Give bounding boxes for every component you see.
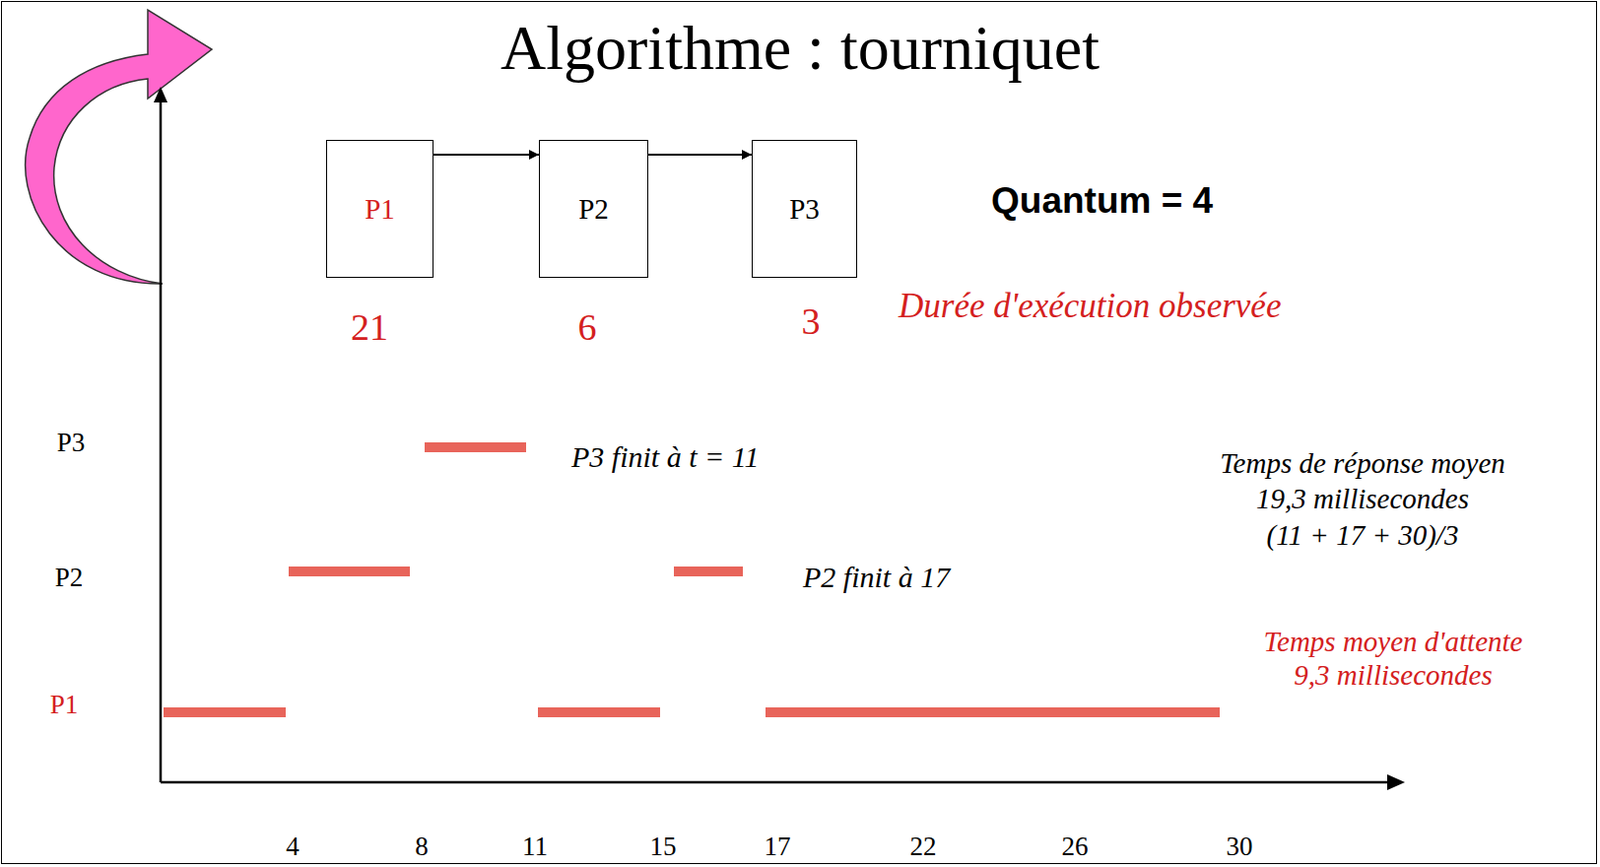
process-box: P3: [751, 139, 858, 278]
tick-label: 22: [910, 832, 937, 863]
x-axis-head: [1387, 774, 1405, 791]
axis-label: P3: [57, 428, 86, 459]
tick-label: 11: [522, 832, 548, 863]
process-box: P1: [326, 139, 434, 278]
tick-label: 30: [1226, 832, 1254, 863]
queue-arrow: [433, 153, 539, 156]
x-axis: [160, 781, 1390, 785]
tick-label: 17: [764, 832, 792, 863]
gantt-bars: [163, 442, 1220, 718]
burst-time: 21: [350, 307, 389, 349]
process-name: P3: [789, 193, 820, 226]
slide-title: Algorithme : tourniquet: [0, 13, 1600, 83]
cycle-arrow: [25, 9, 212, 284]
p2-bar: [673, 566, 743, 577]
axis-label: P2: [55, 563, 84, 594]
tick-label: 15: [650, 832, 677, 863]
finish-note: P3 finit à t = 11: [571, 440, 760, 473]
stat-text: Temps moyen d'attente: [1264, 626, 1524, 659]
stat-text: (11 + 17 + 30)/3: [1266, 520, 1460, 552]
burst-time: 6: [578, 307, 598, 349]
stat-text: Temps de réponse moyen: [1219, 448, 1506, 480]
y-axis: [159, 98, 163, 783]
tick-label: 4: [285, 832, 300, 863]
p1-bar: [537, 707, 661, 718]
stat-text: 9,3 millisecondes: [1293, 660, 1492, 692]
y-axis-head: [153, 86, 168, 103]
tick-label: 26: [1062, 832, 1089, 863]
quantum-label: Quantum = 4: [991, 181, 1213, 222]
legend-note: Durée d'exécution observée: [898, 287, 1281, 327]
axis-label: P1: [50, 690, 79, 721]
stat-text: 19,3 millisecondes: [1256, 483, 1469, 516]
burst-time: 3: [801, 301, 821, 343]
finish-note: P2 finit à 17: [802, 560, 950, 594]
p2-bar: [288, 566, 410, 577]
p3-bar: [424, 442, 527, 453]
process-box: P2: [538, 139, 649, 278]
process-name: P1: [364, 193, 396, 226]
p1-bar: [163, 707, 286, 718]
tick-label: 8: [414, 832, 429, 863]
p1-bar: [765, 707, 1220, 718]
process-name: P2: [578, 193, 609, 226]
queue-arrow: [648, 153, 752, 156]
